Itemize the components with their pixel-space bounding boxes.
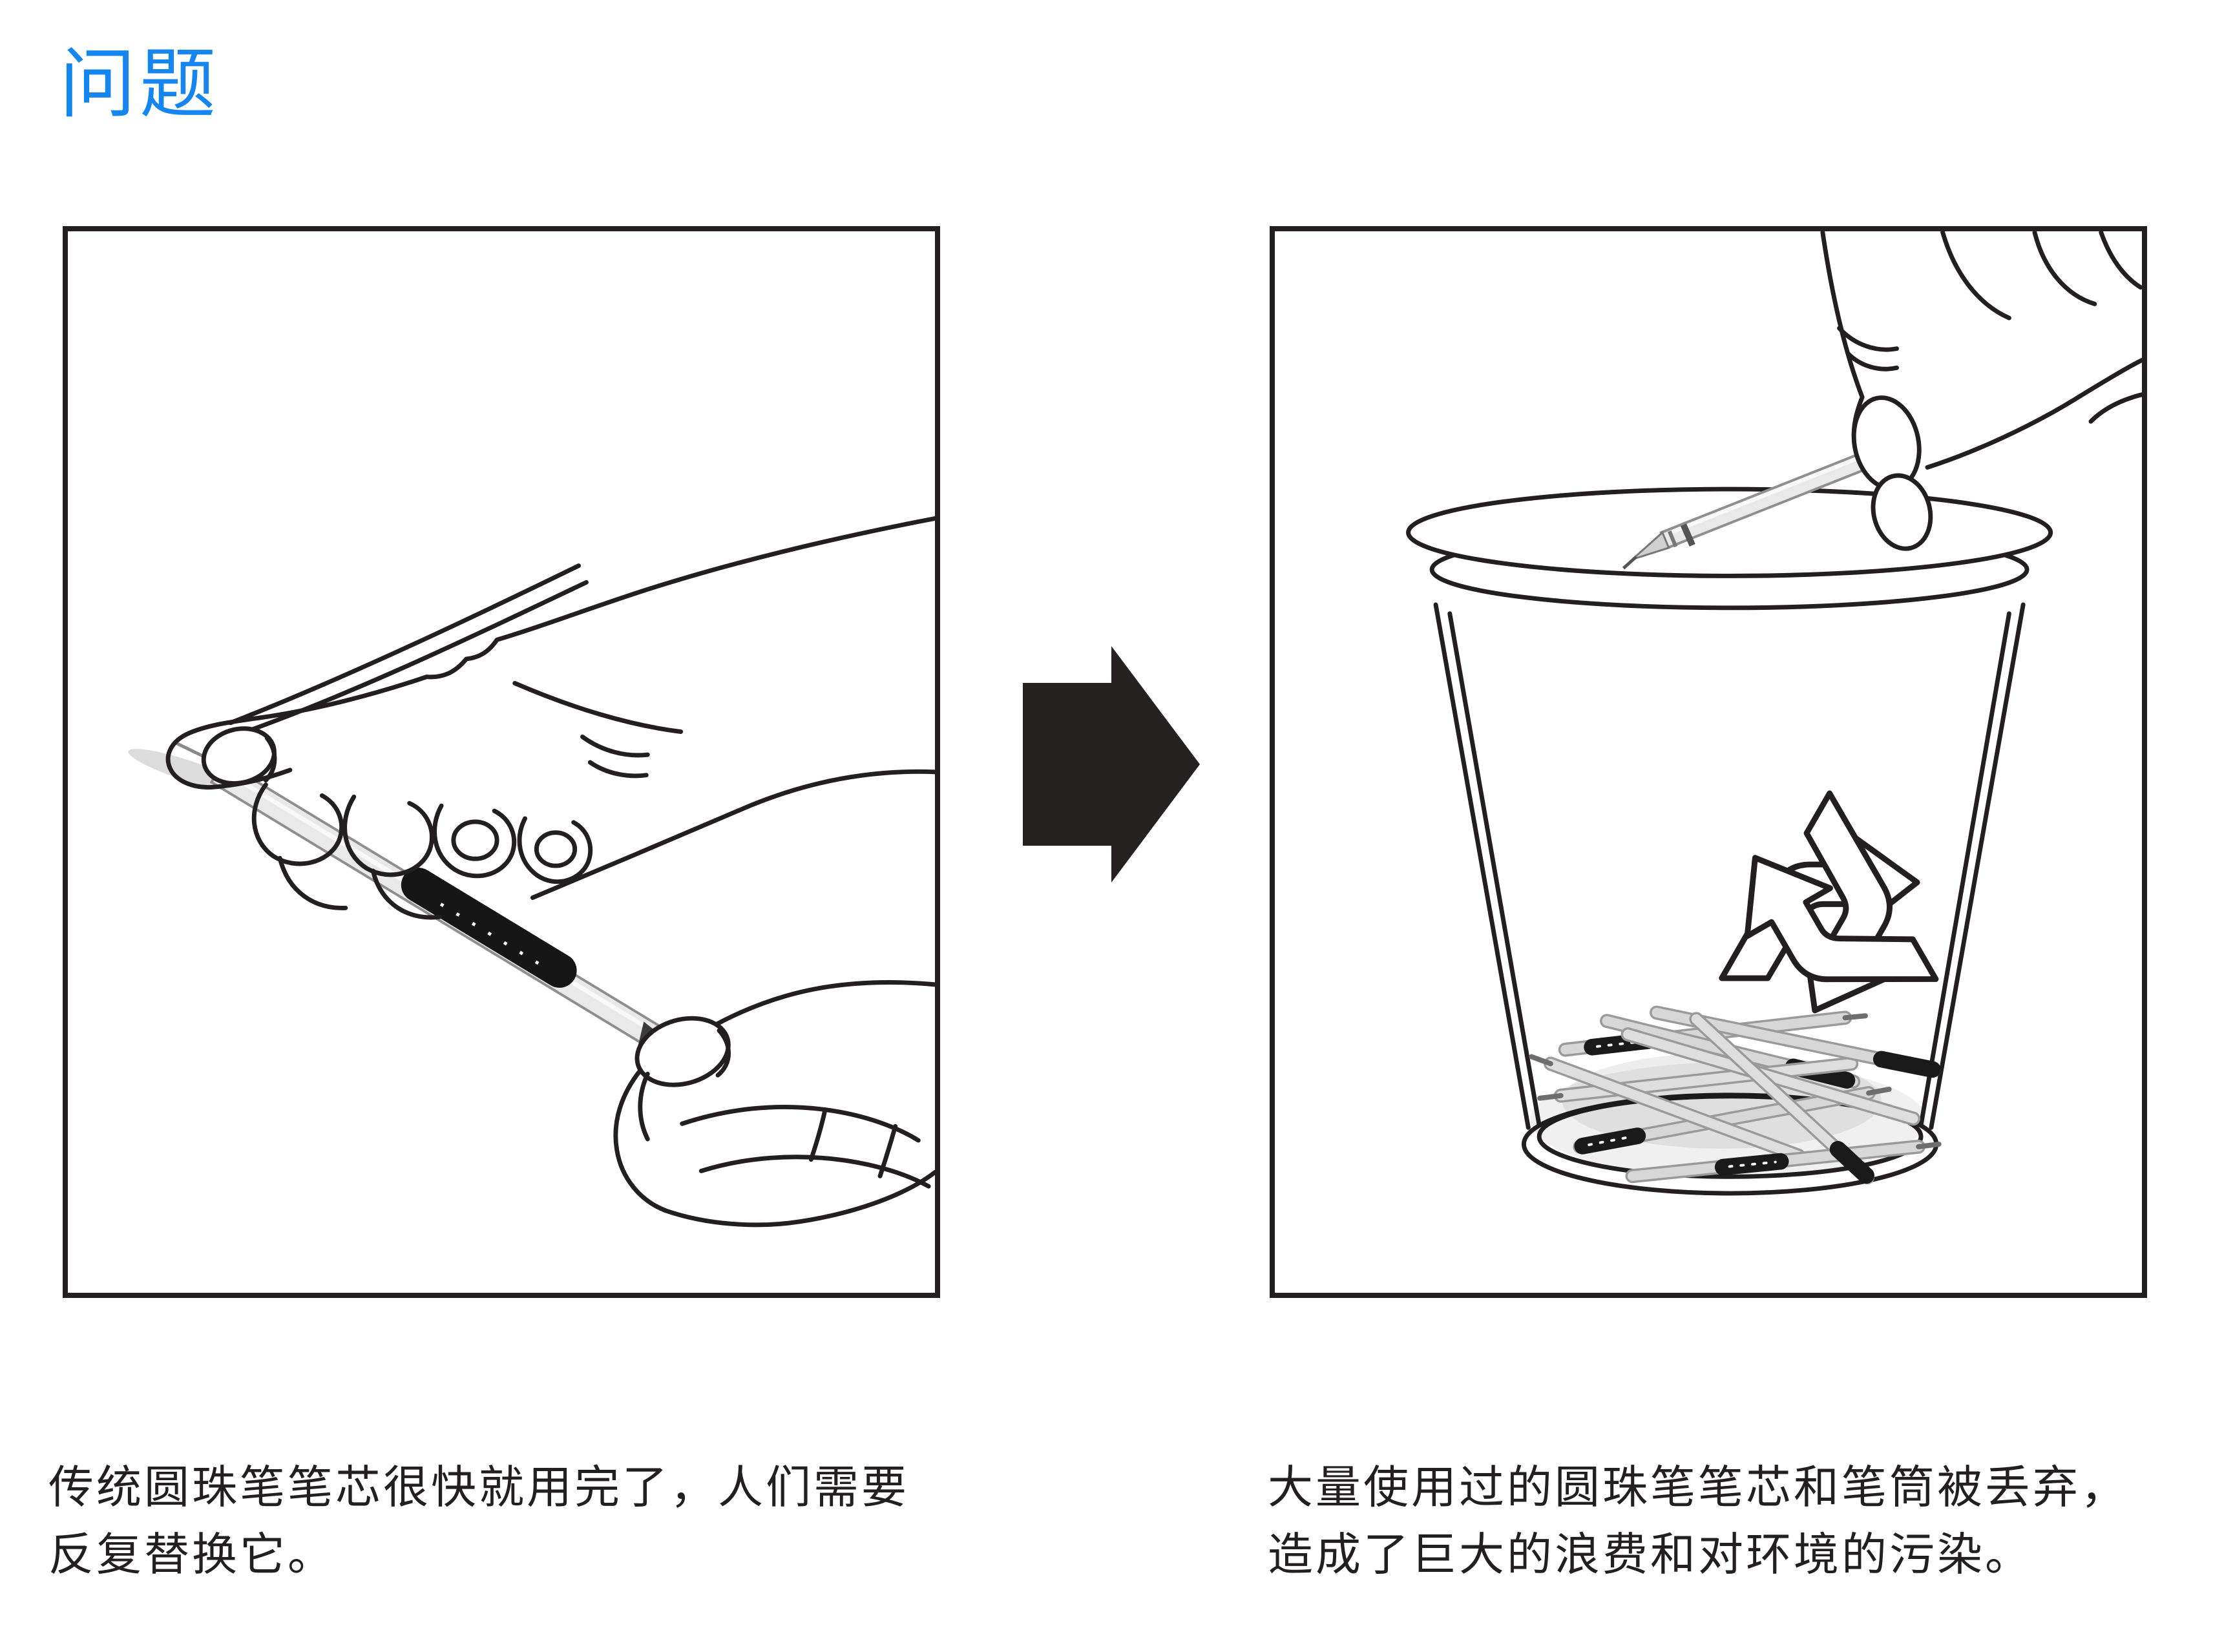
recycling-bin-illustration [1406, 231, 2142, 1196]
caption-right-line1: 大量使用过的圆珠笔笔芯和笔筒被丢弃， [1268, 1462, 2128, 1512]
hand-holding-refill-illustration [128, 516, 935, 1228]
figure-frame-right [1270, 226, 2147, 1298]
right-arrow-icon [1023, 646, 1200, 883]
figure-frame-left [63, 226, 940, 1298]
pen-refill [175, 742, 682, 1052]
page-title: 问题 [59, 42, 220, 127]
caption-left-line2: 反复替换它。 [48, 1529, 335, 1580]
pulling-hand [613, 980, 935, 1228]
refill-grip [401, 868, 577, 988]
dropping-hand [1820, 231, 2142, 551]
caption-left: 传统圆珠笔笔芯很快就用完了，人们需要 反复替换它。 [48, 1454, 1056, 1588]
caption-right: 大量使用过的圆珠笔笔芯和笔筒被丢弃， 造成了巨大的浪费和对环境的污染。 [1268, 1454, 2213, 1588]
caption-left-line1: 传统圆珠笔笔芯很快就用完了，人们需要 [48, 1462, 909, 1512]
used-refill-pile [1529, 1005, 1942, 1185]
recycle-symbol-icon [1715, 793, 1953, 1050]
caption-right-line2: 造成了巨大的浪费和对环境的污染。 [1268, 1529, 2033, 1580]
holding-hand [165, 516, 935, 920]
